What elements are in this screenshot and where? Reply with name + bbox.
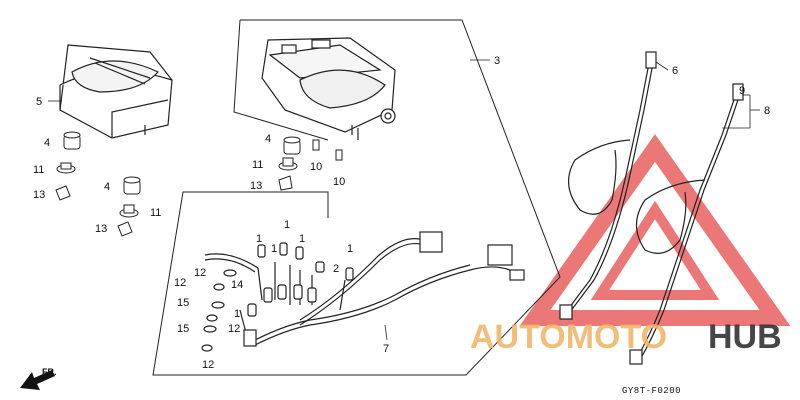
watermark-text: AUTOMOTO HUB: [470, 318, 782, 356]
callout-6: 6: [672, 65, 678, 77]
callout-1: 1: [271, 243, 277, 255]
assembly-outline: [152, 19, 561, 376]
callout-1: 1: [347, 243, 353, 255]
callout-15: 15: [177, 297, 189, 309]
small-parts: [55, 131, 343, 237]
watermark-text-orange: AUTOMOTO: [470, 318, 667, 356]
leader-lines: [48, 59, 760, 341]
front-direction-arrow: FR.: [20, 367, 57, 390]
callout-1: 1: [284, 219, 290, 231]
callout-1: 1: [299, 233, 305, 245]
callout-4: 4: [104, 181, 110, 193]
callout-13: 13: [95, 223, 107, 235]
diagram-code: GY8T-F0200: [622, 386, 681, 396]
callout-3: 3: [494, 55, 500, 67]
callout-labels: 5 4 11 13 4 11 13 4 11 13 10 10 3 6 9 8 …: [33, 55, 770, 371]
callout-15: 15: [177, 323, 189, 335]
callout-12: 12: [194, 267, 206, 279]
callout-9: 9: [739, 85, 745, 97]
callout-10: 10: [333, 176, 345, 188]
callout-4: 4: [44, 137, 50, 149]
callout-7: 7: [383, 343, 389, 355]
callout-13: 13: [33, 189, 45, 201]
callout-1: 1: [256, 233, 262, 245]
callout-13: 13: [250, 180, 262, 192]
callout-14: 14: [231, 279, 243, 291]
speedometer-cables: [559, 51, 744, 365]
callout-12: 12: [174, 277, 186, 289]
meter-housing-left: [59, 44, 173, 139]
callout-2: 2: [333, 263, 339, 275]
direction-label: FR.: [42, 367, 57, 377]
callout-8: 8: [764, 105, 770, 117]
callout-10: 10: [310, 161, 322, 173]
callout-12: 12: [202, 359, 214, 371]
meter-assembly-right: [261, 37, 396, 140]
callout-11: 11: [150, 207, 161, 219]
callout-11: 11: [33, 164, 44, 176]
callout-5: 5: [36, 96, 42, 108]
callout-4: 4: [265, 133, 271, 145]
watermark-text-dark: HUB: [708, 318, 782, 356]
callout-12: 12: [228, 323, 240, 335]
callout-11: 11: [252, 159, 263, 171]
watermark-logo: [519, 134, 791, 326]
wire-harness: [201, 231, 525, 352]
callout-1: 1: [234, 308, 240, 320]
